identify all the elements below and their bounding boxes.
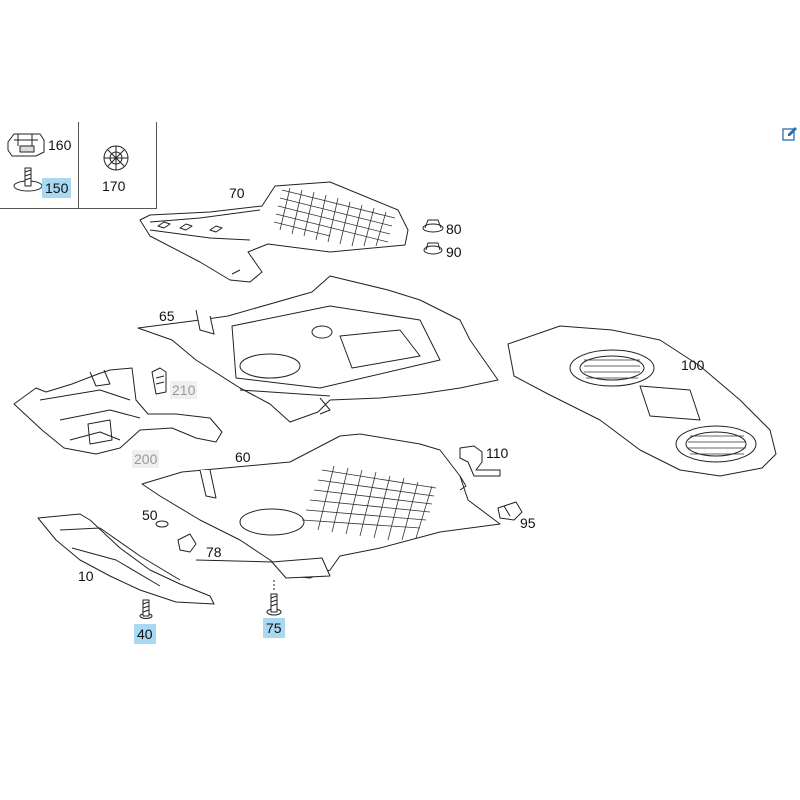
part-label-200[interactable]: 200 xyxy=(132,450,160,468)
part-label-70[interactable]: 70 xyxy=(229,185,245,201)
clip-78 xyxy=(177,533,273,563)
clip-90 xyxy=(423,242,443,255)
push-nut-icon xyxy=(103,145,129,171)
panel-65 xyxy=(137,275,499,423)
tray-100 xyxy=(507,325,777,477)
bracket-110 xyxy=(459,445,501,477)
part-label-40[interactable]: 40 xyxy=(134,624,156,644)
panel-70 xyxy=(139,181,409,283)
part-label-80[interactable]: 80 xyxy=(446,221,462,237)
washer-50 xyxy=(155,520,169,528)
part-label-95[interactable]: 95 xyxy=(520,515,536,531)
screw-75 xyxy=(266,580,282,616)
part-label-210[interactable]: 210 xyxy=(170,381,198,399)
inset-label-160[interactable]: 160 xyxy=(48,137,72,153)
bracket-210 xyxy=(151,367,167,395)
part-label-75[interactable]: 75 xyxy=(263,618,285,638)
panel-10 xyxy=(37,513,215,605)
part-label-10[interactable]: 10 xyxy=(78,568,94,584)
hardware-inset-box xyxy=(0,122,157,209)
clip-icon xyxy=(7,133,45,157)
clip-95 xyxy=(497,501,523,521)
panel-200 xyxy=(13,367,223,455)
edit-icon[interactable] xyxy=(782,126,798,142)
panel-60 xyxy=(141,433,501,579)
inset-label-170[interactable]: 170 xyxy=(102,178,126,194)
screw-40 xyxy=(139,599,153,619)
part-label-90[interactable]: 90 xyxy=(446,244,462,260)
clip-80 xyxy=(422,219,444,233)
part-label-110[interactable]: 110 xyxy=(486,445,509,461)
part-label-65[interactable]: 65 xyxy=(159,308,175,324)
part-label-60[interactable]: 60 xyxy=(235,449,251,465)
part-label-50[interactable]: 50 xyxy=(142,507,158,523)
part-label-100[interactable]: 100 xyxy=(681,357,705,373)
inset-label-150[interactable]: 150 xyxy=(42,178,72,198)
part-label-78[interactable]: 78 xyxy=(206,544,222,560)
inset-divider xyxy=(78,122,79,208)
screw-washer-icon xyxy=(13,167,43,192)
